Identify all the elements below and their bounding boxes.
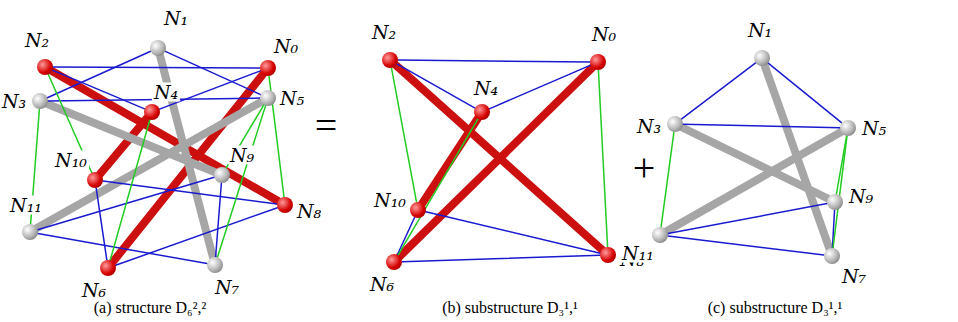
node-ball: N₇ [207, 257, 223, 273]
node-label: N₆ [80, 281, 108, 300]
green-string [833, 136, 847, 248]
node-label: N₁₀ [372, 191, 408, 210]
node-label: N₇ [840, 267, 868, 286]
node-ball: N₆ [100, 260, 116, 276]
blue-string [489, 65, 590, 109]
node-ball: N₀ [260, 60, 276, 76]
blue-string [96, 188, 107, 260]
node-label: N₅ [860, 119, 888, 138]
blue-string [398, 60, 590, 62]
node-ball: N₄ [144, 104, 160, 120]
red-bar [422, 119, 477, 204]
node-label: N₇ [213, 278, 241, 297]
node-label: N₅ [278, 89, 306, 108]
blue-string [38, 233, 207, 263]
caption: (c) substructure D₃¹,¹ [708, 299, 843, 317]
operator-sign: = [315, 104, 338, 148]
node-ball: N₃ [32, 93, 48, 109]
node-label: N₆ [368, 275, 396, 294]
blue-string [53, 66, 260, 68]
node-label: N₁₁ [620, 244, 656, 263]
node-ball: N₀ [590, 54, 606, 70]
node-ball: N₁₀ [87, 172, 103, 188]
node-label: N₉ [847, 187, 875, 206]
node-label: N₀ [272, 37, 300, 56]
blue-string [683, 124, 840, 128]
node-label: N₄ [472, 79, 500, 98]
caption: (b) substructure D₃¹,¹ [442, 299, 578, 317]
node-label: N₉ [228, 146, 256, 165]
green-string [110, 120, 150, 261]
node-label: N₃ [0, 92, 28, 111]
blue-string [397, 217, 414, 254]
node-label: N₁ [746, 21, 774, 40]
node-ball: N₉ [827, 194, 843, 210]
node-label: N₂ [370, 23, 398, 42]
node-label: N₄ [152, 83, 180, 102]
node-ball: N₄ [474, 104, 490, 120]
grey-bar [682, 128, 828, 199]
node-ball: N₇ [824, 248, 840, 264]
blue-string [426, 212, 600, 253]
node-ball: N₉ [214, 167, 230, 183]
blue-string [768, 63, 842, 123]
node-ball: N₆ [386, 254, 402, 270]
node-label: N₁₁ [8, 196, 44, 215]
node-label: N₃ [635, 117, 663, 136]
grey-bar [667, 132, 841, 231]
caption: (a) structure D₆²,² [94, 299, 206, 317]
green-string [598, 70, 607, 247]
node-label: N₈ [295, 202, 323, 221]
blue-string [397, 64, 475, 108]
blue-string [681, 63, 755, 119]
operator-sign: + [633, 146, 656, 190]
node-label: N₁ [162, 9, 190, 28]
green-string [661, 132, 674, 227]
node-ball: N₅ [840, 120, 856, 136]
node-label: N₁₀ [53, 151, 89, 170]
red-bar [52, 71, 278, 201]
node-label: N₂ [23, 31, 51, 50]
red-bar [396, 65, 602, 249]
node-ball: N₁₁ [652, 227, 668, 243]
blue-string [668, 203, 827, 233]
node-ball: N₈ [277, 197, 293, 213]
node-ball: N₁₀ [410, 202, 426, 218]
node-ball: N₁ [150, 40, 166, 56]
blue-string [47, 51, 150, 97]
green-string [391, 68, 416, 202]
node-ball: N₁₁ [22, 224, 38, 240]
node-label: N₀ [590, 25, 618, 44]
blue-string [668, 236, 824, 255]
node-ball: N₈ [600, 247, 616, 263]
node-ball: N₅ [260, 90, 276, 106]
green-string [398, 119, 478, 255]
node-ball: N₂ [37, 59, 53, 75]
node-ball: N₃ [667, 116, 683, 132]
node-ball: N₁ [754, 50, 770, 66]
green-string [48, 74, 92, 172]
blue-string [402, 255, 600, 261]
node-ball: N₂ [382, 52, 398, 68]
blue-string [116, 208, 278, 266]
green-string [226, 105, 264, 168]
